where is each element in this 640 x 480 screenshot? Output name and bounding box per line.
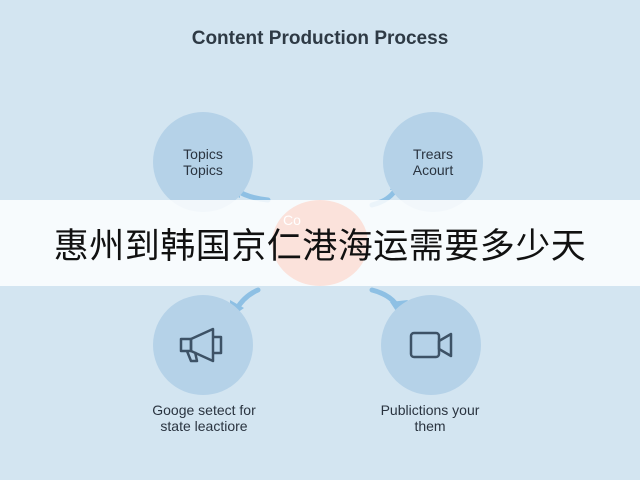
node-video: [381, 295, 481, 395]
node-topics: Topics Topics: [153, 112, 253, 212]
caption-video-line-1: Publictions your: [380, 402, 480, 418]
overlay-banner: 惠州到韩国京仁港海运需要多少天: [0, 200, 640, 286]
caption-megaphone-line-1: Googe setect for: [152, 402, 256, 418]
overlay-banner-text: 惠州到韩国京仁港海运需要多少天: [53, 226, 587, 267]
caption-megaphone-line-2: state leactiore: [160, 418, 248, 434]
node-megaphone: [153, 295, 253, 395]
node-trears-line-2: Acourt: [412, 162, 454, 178]
node-trears: Trears Acourt: [383, 112, 483, 212]
caption-megaphone: Googe setect for state leactiore: [104, 402, 304, 434]
node-trears-line-1: Trears: [413, 146, 453, 162]
megaphone-icon: [179, 327, 223, 363]
diagram-title: Content Production Process: [191, 28, 449, 49]
video-camera-icon: [409, 331, 453, 359]
node-topics-line-2: Topics: [183, 162, 223, 178]
caption-video: Publictions your them: [330, 402, 530, 434]
caption-video-line-2: them: [414, 418, 446, 434]
node-topics-line-1: Topics: [183, 146, 223, 162]
